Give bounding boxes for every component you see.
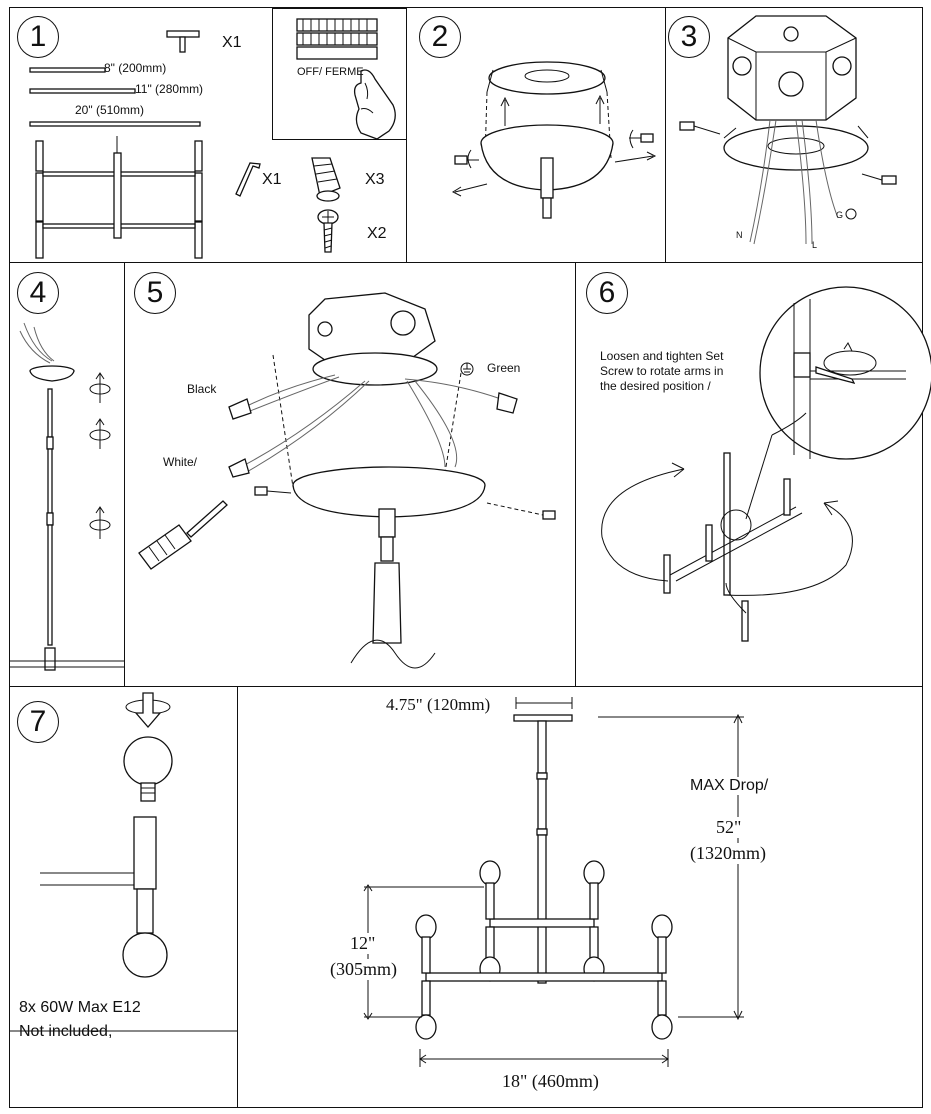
step-2-panel: 2 (406, 7, 666, 263)
switch-off-label: OFF/ FERME (297, 66, 364, 78)
bulb-spec-label: 8x 60W Max E12 (19, 999, 141, 1016)
canopy-bar-qty: X1 (222, 34, 242, 51)
wire-nut-icon (228, 398, 252, 420)
rod-8in-label: 8" (200mm) (104, 61, 167, 75)
step-6-panel: 6 Loosen and tighten Set Screw to rotate… (575, 262, 931, 687)
step-5-panel: 5 (124, 262, 576, 687)
allen-wrench-icon (235, 162, 261, 197)
wire-nut-icon (228, 458, 250, 478)
wrench-qty: X1 (262, 171, 282, 188)
rotate-arrow-icon (629, 129, 634, 149)
rotate-arrow-icon (125, 692, 171, 728)
ground-symbol-icon (460, 362, 474, 376)
step-4-panel: 4 (9, 262, 126, 687)
screw-icon (254, 486, 292, 496)
height-inches: 12" (350, 933, 376, 954)
step-5-number: 5 (134, 272, 176, 314)
step-4-rod-assembly-illustration (10, 322, 126, 671)
max-drop-mm: (1320mm) (690, 843, 766, 864)
light-bulb-icon (123, 736, 173, 802)
wire-nut-icon (496, 392, 518, 414)
max-drop-inches: 52" (716, 817, 742, 838)
wire-nut-icon (311, 157, 341, 202)
screw-icon (861, 173, 897, 185)
green-wire-label: Green (487, 361, 521, 375)
white-wire-label: White/ (163, 455, 198, 469)
rod-8in (29, 67, 106, 73)
step-1-parts-illustration (29, 30, 341, 259)
dimensions-panel: 4.75" (120mm) MAX Drop/ 52" (1320mm) 12"… (237, 686, 923, 1108)
rotate-arrow-icon (89, 506, 111, 539)
screwdriver-icon (138, 500, 228, 570)
breaker-inset: OFF/ FERME (272, 8, 408, 140)
chandelier-dimension-drawing (363, 697, 744, 1067)
step-2-illustration (451, 61, 657, 219)
step-7-bulb-illustration (10, 692, 239, 1032)
step-4-number: 4 (17, 272, 59, 314)
screw-qty: X2 (367, 225, 387, 242)
step-6-arm-rotation-illustration (601, 286, 931, 642)
wire-line-label: L (812, 240, 818, 250)
rod-20in (29, 121, 201, 127)
ground-symbol-icon (845, 208, 857, 220)
rod-11in-label: 11" (280mm) (135, 82, 204, 96)
screw-icon (317, 209, 339, 253)
canopy-width-label: 4.75" (120mm) (386, 695, 491, 714)
step-2-number: 2 (419, 16, 461, 58)
height-mm: (305mm) (330, 959, 397, 980)
step-3-junction-box-illustration (679, 15, 897, 245)
max-drop-title: MAX Drop/ (690, 777, 769, 795)
step-1-number: 1 (17, 16, 59, 58)
rotate-arrow-icon (89, 418, 111, 449)
step-7-panel: 7 8x 60W Max E12 Not included, (9, 686, 239, 1108)
step-1-panel: 1 (9, 7, 408, 263)
wire-neutral-label: N (736, 230, 743, 240)
canopy-bar-part (166, 30, 200, 53)
screw-icon (629, 133, 654, 143)
bulb-not-included-label: Not included, (19, 1023, 113, 1040)
screw-icon (486, 502, 556, 520)
rotate-arrow-icon (843, 342, 853, 352)
step-7-number: 7 (17, 701, 59, 743)
rotate-arrow-icon (89, 372, 111, 403)
step-3-number: 3 (668, 16, 710, 58)
screw-icon (679, 121, 721, 135)
black-wire-label: Black (187, 382, 217, 396)
set-screw-note-line-2: Screw to rotate arms in (600, 364, 724, 378)
wire-ground-label: G (836, 210, 844, 220)
chandelier-frame-part (35, 136, 203, 259)
rotate-arrow-icon (467, 149, 472, 169)
rod-11in (29, 88, 136, 94)
step-5-wiring-illustration (138, 292, 556, 669)
screw-icon (454, 155, 479, 165)
step-3-panel: 3 N L G (665, 7, 923, 263)
wire-nut-qty: X3 (365, 171, 385, 188)
set-screw-note-line-3: the desired position / (600, 379, 711, 393)
rod-20in-label: 20" (510mm) (75, 103, 144, 117)
set-screw-note-line-1: Loosen and tighten Set (600, 349, 724, 363)
breaker-switch-illustration (296, 18, 396, 140)
hand-pointer-icon (353, 69, 396, 140)
step-6-number: 6 (586, 272, 628, 314)
width-label: 18" (460mm) (502, 1071, 599, 1091)
